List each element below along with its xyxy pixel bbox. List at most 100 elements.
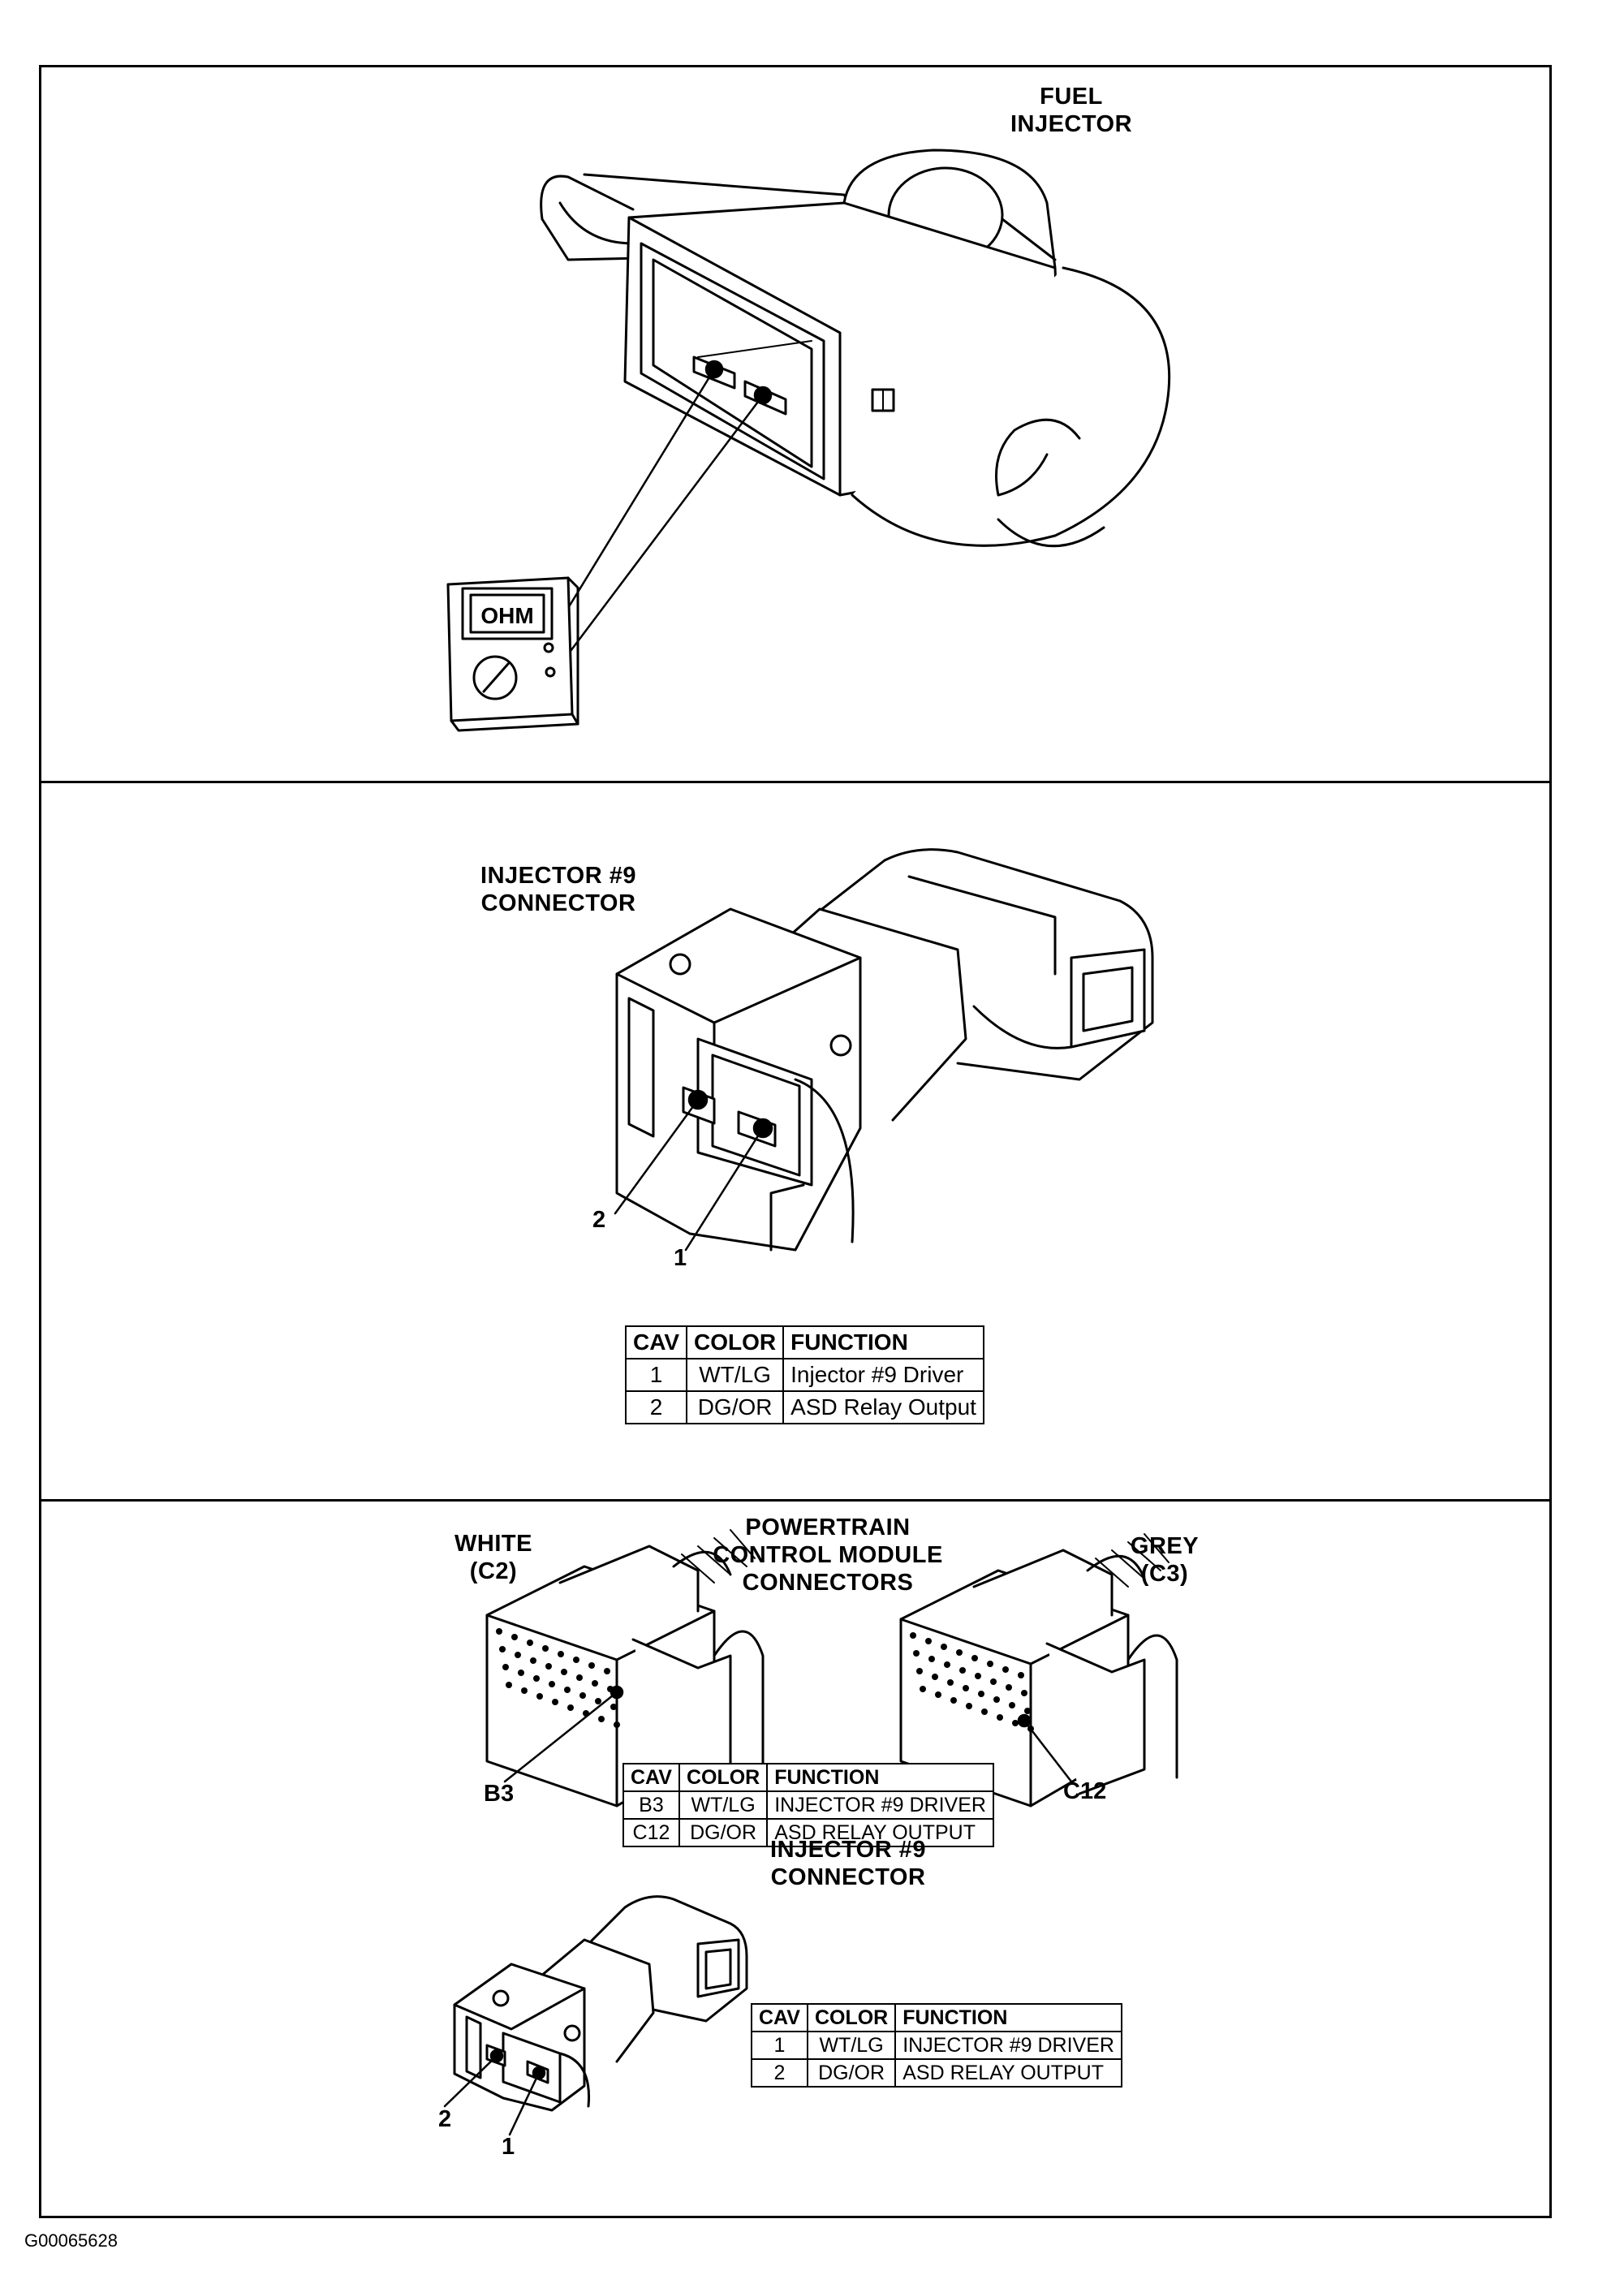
pin-cavity bbox=[598, 1716, 605, 1722]
pin-cavity bbox=[987, 1661, 993, 1667]
pcm-connectors-label: POWERTRAIN CONTROL MODULE CONNECTORS bbox=[713, 1515, 943, 1596]
pin-cavity bbox=[990, 1678, 997, 1685]
pcm-pinout-table: CAV COLOR FUNCTION B3 WT/LG INJECTOR #9 … bbox=[622, 1763, 994, 1847]
pin-label-c12: C12 bbox=[1063, 1778, 1107, 1804]
header-cav: CAV bbox=[751, 2003, 808, 2032]
pin-cavity bbox=[573, 1657, 579, 1663]
injector-9-pinout-table: CAV COLOR FUNCTION 1 WT/LG Injector #9 D… bbox=[624, 1325, 984, 1424]
pin-cavity bbox=[935, 1691, 941, 1698]
pin-cavity bbox=[944, 1661, 950, 1668]
pin-cavity bbox=[502, 1664, 509, 1670]
pin-cavity bbox=[564, 1687, 571, 1693]
pin-label-2: 2 bbox=[592, 1207, 606, 1233]
small-pin-label-1: 1 bbox=[502, 2134, 515, 2160]
pin-cavity bbox=[610, 1704, 617, 1710]
pin-cavity bbox=[971, 1655, 978, 1661]
pin-cavity bbox=[542, 1645, 549, 1652]
pcm-connector-white-c2 bbox=[485, 1529, 765, 1808]
pcm-b3-leader bbox=[503, 1685, 624, 1783]
table-header-row: CAV COLOR FUNCTION bbox=[624, 1325, 984, 1359]
pin-cavity bbox=[963, 1685, 969, 1691]
header-function: FUNCTION bbox=[782, 1325, 984, 1359]
pin-label-b3: B3 bbox=[484, 1781, 515, 1807]
pin-cavity bbox=[530, 1657, 536, 1664]
ohmmeter-probe-leads bbox=[546, 360, 773, 669]
pin-cavity bbox=[576, 1674, 583, 1681]
pin-cavity bbox=[997, 1714, 1003, 1721]
pin-cavity bbox=[527, 1640, 533, 1646]
pin-label-1: 1 bbox=[674, 1245, 687, 1271]
pin-cavity bbox=[558, 1651, 564, 1657]
table-header-row: CAV COLOR FUNCTION bbox=[751, 2003, 1122, 2032]
pin-cavity bbox=[499, 1646, 506, 1652]
pin-cavity bbox=[916, 1668, 923, 1674]
pin-cavity bbox=[567, 1704, 574, 1711]
pin-cavity bbox=[536, 1693, 543, 1700]
pin-cavity bbox=[588, 1662, 595, 1669]
pin-cavity bbox=[545, 1663, 552, 1670]
pin-cavity bbox=[941, 1644, 947, 1650]
header-cav: CAV bbox=[622, 1763, 680, 1792]
pin-cavity bbox=[978, 1691, 984, 1697]
document-id: G00065628 bbox=[24, 2230, 118, 2251]
injector-9-connector-large bbox=[615, 848, 1154, 1252]
header-color: COLOR bbox=[678, 1763, 769, 1792]
pin-cavity bbox=[515, 1652, 521, 1658]
white-c2-label: WHITE (C2) bbox=[454, 1531, 532, 1584]
ohmmeter-display: OHM bbox=[480, 603, 533, 628]
pin-cavity bbox=[1021, 1690, 1027, 1696]
table-header-row: CAV COLOR FUNCTION bbox=[622, 1763, 994, 1792]
panel-divider-2 bbox=[39, 1499, 1552, 1502]
pcm-connector-grey-c3-pins bbox=[910, 1632, 1034, 1732]
pin-cavity bbox=[518, 1670, 524, 1676]
injector-9-connector-label: INJECTOR #9 CONNECTOR bbox=[480, 863, 636, 916]
table-row: 2 DG/OR ASD RELAY OUTPUT bbox=[751, 2058, 1122, 2088]
pin-cavity bbox=[1006, 1684, 1012, 1691]
fuel-injector-illustration bbox=[540, 149, 1171, 548]
pin-cavity bbox=[561, 1669, 567, 1675]
pin-cavity bbox=[496, 1628, 502, 1635]
injector-9-connector-small-pin-leaders bbox=[443, 2049, 546, 2136]
pin-cavity bbox=[993, 1696, 1000, 1703]
injector-9-small-pinout-table: CAV COLOR FUNCTION 1 WT/LG INJECTOR #9 D… bbox=[751, 2003, 1122, 2088]
diagram-frame bbox=[39, 65, 1552, 2218]
pin-cavity bbox=[956, 1649, 963, 1656]
pin-cavity bbox=[975, 1673, 981, 1679]
small-pin-label-2: 2 bbox=[438, 2106, 452, 2132]
grey-c3-label: GREY (C3) bbox=[1130, 1533, 1200, 1587]
pin-cavity bbox=[592, 1680, 598, 1687]
pin-cavity bbox=[920, 1686, 926, 1692]
injector-9-connector-large-pin-leaders bbox=[614, 1089, 773, 1252]
header-function: FUNCTION bbox=[766, 1763, 994, 1792]
header-function: FUNCTION bbox=[894, 2003, 1122, 2032]
pin-cavity bbox=[506, 1682, 512, 1688]
pin-cavity bbox=[604, 1668, 610, 1674]
pcm-connector-white-c2-pins bbox=[496, 1628, 620, 1728]
pin-cavity bbox=[614, 1721, 620, 1728]
table-row: 1 WT/LG Injector #9 Driver bbox=[624, 1358, 984, 1392]
panel-divider-1 bbox=[39, 781, 1552, 783]
pin-cavity bbox=[925, 1638, 932, 1644]
pin-cavity bbox=[910, 1632, 916, 1639]
pin-cavity bbox=[595, 1698, 601, 1704]
pin-cavity bbox=[533, 1675, 540, 1682]
pin-cavity bbox=[947, 1679, 954, 1686]
table-row: B3 WT/LG INJECTOR #9 DRIVER bbox=[622, 1790, 994, 1820]
header-cav: CAV bbox=[624, 1325, 688, 1359]
pin-cavity bbox=[521, 1687, 528, 1694]
fuel-injector-label: FUEL INJECTOR bbox=[1010, 84, 1133, 137]
pin-cavity bbox=[552, 1699, 558, 1705]
pcm-connector-grey-c3 bbox=[899, 1533, 1178, 1808]
ohmmeter bbox=[446, 576, 579, 732]
injector-9-connector-small bbox=[453, 1895, 748, 2112]
pin-cavity bbox=[1024, 1708, 1031, 1714]
pin-cavity bbox=[981, 1708, 988, 1715]
pin-cavity bbox=[1002, 1666, 1009, 1673]
pin-cavity bbox=[1009, 1702, 1015, 1708]
header-color: COLOR bbox=[806, 2003, 897, 2032]
pin-cavity bbox=[959, 1667, 966, 1674]
pin-cavity bbox=[1018, 1672, 1024, 1678]
pin-cavity bbox=[549, 1681, 555, 1687]
pin-cavity bbox=[913, 1650, 920, 1657]
